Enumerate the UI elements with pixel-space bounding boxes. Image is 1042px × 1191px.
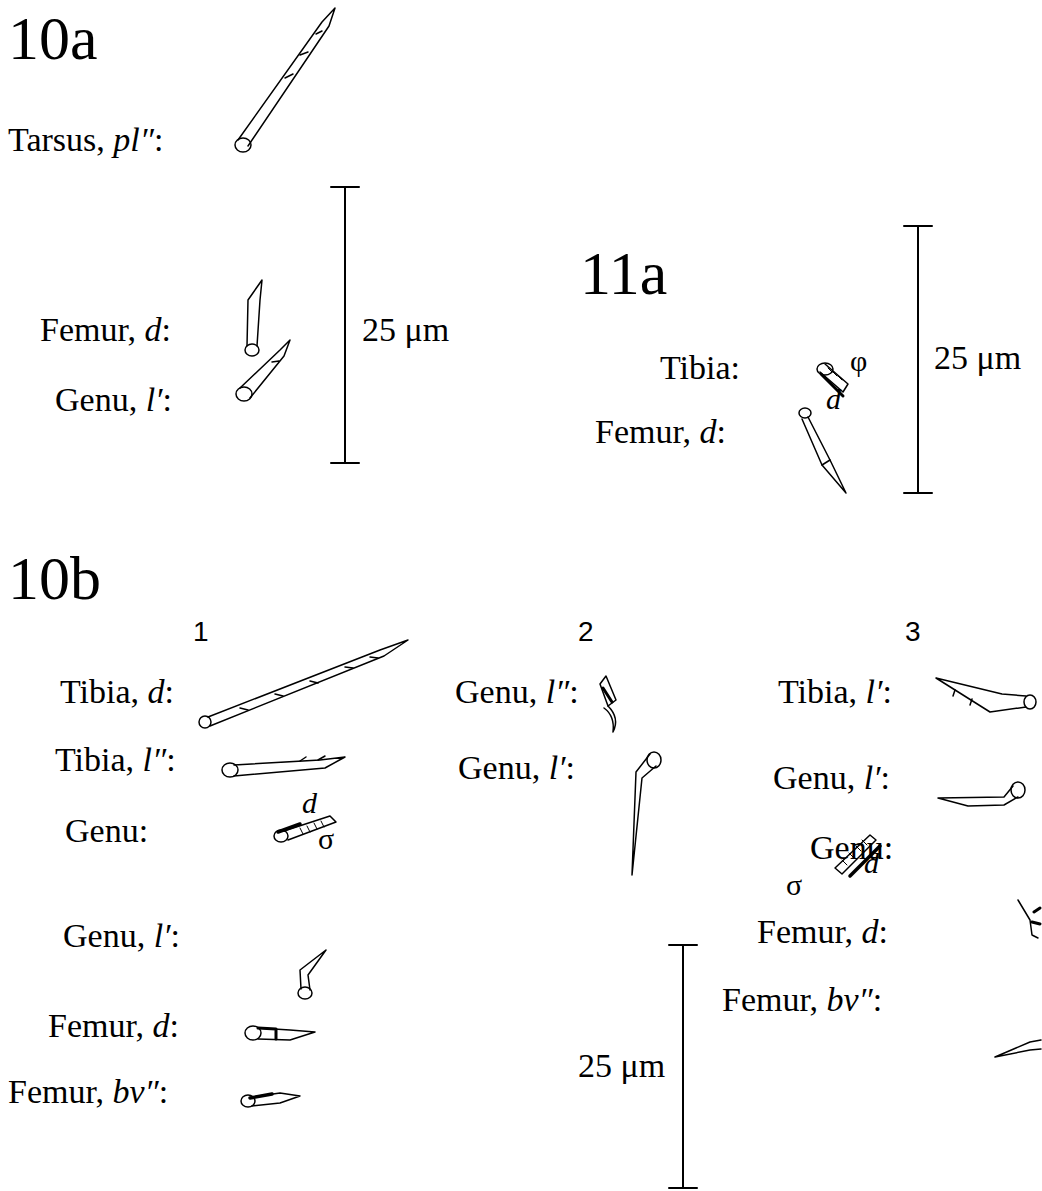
seta-label: Femur, bv″:	[722, 983, 882, 1017]
seta-label: Femur, bv″:	[8, 1075, 168, 1109]
seta	[199, 640, 408, 728]
seta	[235, 8, 335, 152]
scale-label: 25 μm	[362, 313, 449, 347]
seta	[995, 1040, 1041, 1057]
seta-symbol: φ	[850, 346, 867, 376]
seta-symbol: σ	[318, 824, 334, 854]
seta-label: Genu, l″:	[455, 675, 579, 709]
scale-label: 25 μm	[934, 341, 1021, 375]
seta	[632, 752, 661, 875]
seta	[799, 408, 846, 493]
column-number: 3	[905, 618, 921, 646]
seta	[245, 280, 262, 356]
seta-label: Femur, d:	[40, 313, 171, 347]
seta-label: Tibia, d:	[60, 675, 174, 709]
seta	[298, 950, 326, 999]
seta	[1018, 900, 1040, 938]
seta-label: Tibia, l″:	[55, 743, 176, 777]
figure-number: 10a	[8, 7, 98, 69]
figure-number: 10b	[8, 547, 101, 609]
seta-label: Genu, l′:	[55, 383, 172, 417]
column-number: 1	[193, 618, 209, 646]
seta	[245, 1026, 315, 1040]
scale-bar	[331, 187, 359, 463]
seta-symbol: d	[302, 788, 317, 818]
seta	[600, 676, 616, 732]
seta-label: Genu, l′:	[63, 919, 180, 953]
scale-bar	[669, 945, 697, 1188]
seta-label: Tibia, l′:	[778, 675, 892, 709]
seta-symbol: d	[864, 848, 879, 878]
seta-label: Genu:	[810, 831, 893, 865]
seta-label: Tarsus, pl″:	[8, 123, 163, 157]
seta	[936, 678, 1036, 712]
column-number: 2	[578, 618, 594, 646]
seta-label: Femur, d:	[595, 415, 726, 449]
seta-label: Genu, l′:	[458, 751, 575, 785]
seta	[938, 782, 1025, 806]
seta	[241, 1093, 300, 1107]
seta-label: Genu, l′:	[773, 761, 890, 795]
seta-label: Genu:	[65, 814, 148, 848]
seta-symbol: d	[826, 384, 841, 414]
seta-symbol: σ	[786, 870, 802, 900]
seta-label: Femur, d:	[757, 915, 888, 949]
seta-label: Tibia:	[660, 351, 740, 385]
scale-label: 25 μm	[578, 1049, 665, 1083]
seta	[222, 756, 345, 777]
scale-bar	[904, 226, 932, 493]
seta	[236, 340, 290, 401]
figure-number: 11a	[580, 242, 667, 304]
seta-label: Femur, d:	[48, 1009, 179, 1043]
